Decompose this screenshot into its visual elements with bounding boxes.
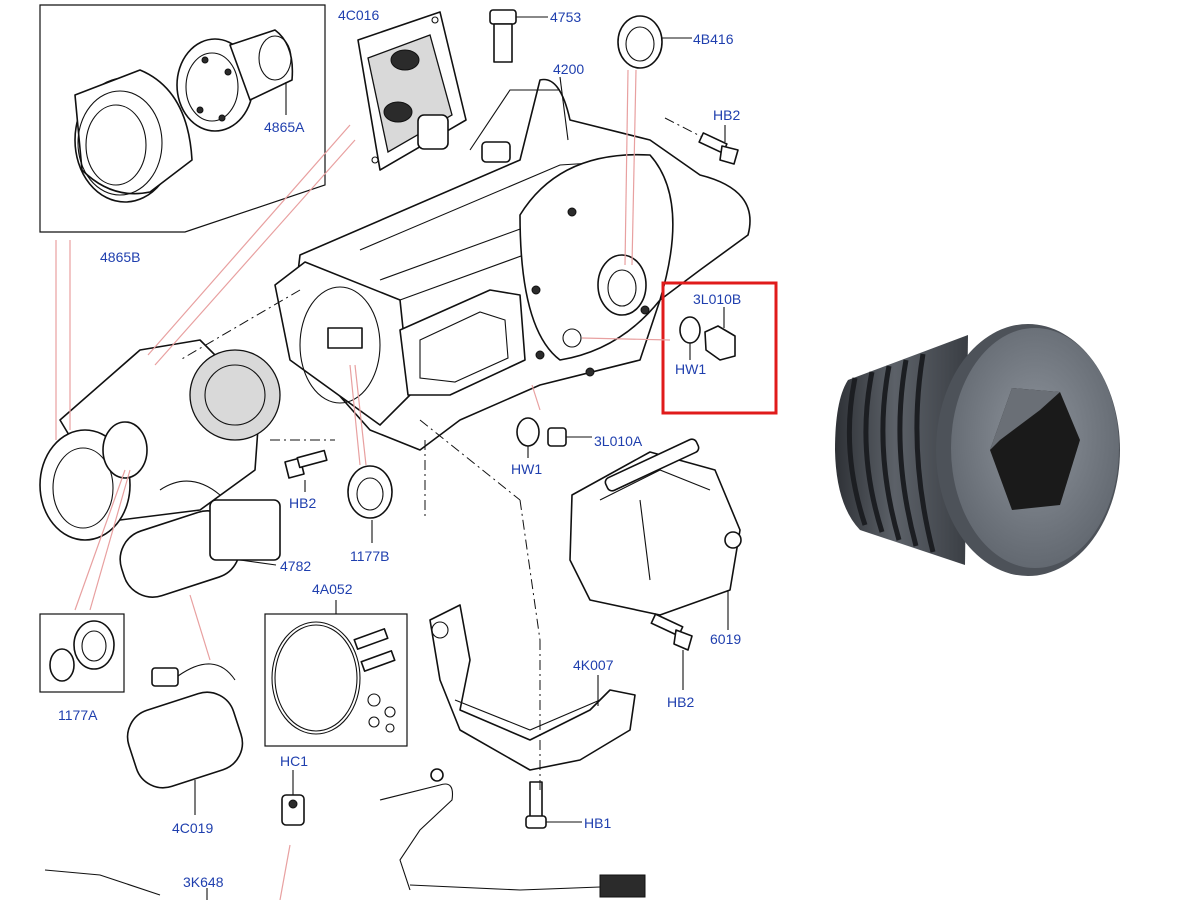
label-3L010B: 3L010B xyxy=(693,291,741,307)
highlight-3L010B xyxy=(661,281,778,415)
label-HB1: HB1 xyxy=(584,815,611,831)
part-HB2-top xyxy=(664,117,739,165)
part-HB2-mid xyxy=(284,449,328,492)
construction-lines xyxy=(179,289,541,790)
label-1177A: 1177A xyxy=(58,707,98,723)
label-4K007: 4K007 xyxy=(573,657,614,673)
label-4782: 4782 xyxy=(280,558,311,574)
label-3K648: 3K648 xyxy=(183,874,224,890)
label-3L010A: 3L010A xyxy=(594,433,643,449)
part-1177B xyxy=(347,465,393,543)
label-6019: 6019 xyxy=(710,631,741,647)
label-4753: 4753 xyxy=(550,9,581,25)
part-4A052 xyxy=(264,600,408,747)
label-HW1: HW1 xyxy=(511,461,542,477)
part-HC1 xyxy=(281,770,305,826)
label-HB2-mid: HB2 xyxy=(289,495,316,511)
label-4200: 4200 xyxy=(553,61,584,77)
label-HC1: HC1 xyxy=(280,753,308,769)
hex-socket-drain-plug-icon xyxy=(835,324,1120,576)
label-4B416: 4B416 xyxy=(693,31,734,47)
part-HB2-bottom xyxy=(650,613,693,690)
part-4B416 xyxy=(617,15,692,69)
part-4782-actuator xyxy=(39,339,281,598)
part-4K007 xyxy=(429,604,636,829)
part-1177A xyxy=(39,613,125,693)
label-HB2-top: HB2 xyxy=(713,107,740,123)
part-6019 xyxy=(569,438,742,630)
part-3L010A xyxy=(516,417,592,458)
main-housing xyxy=(274,76,751,451)
part-labels: 4C016 4753 4B416 4200 HB2 4865A 4865B 3L… xyxy=(58,7,741,890)
label-4C019: 4C019 xyxy=(172,820,213,836)
label-1177B: 1177B xyxy=(350,548,389,564)
leader-lines xyxy=(55,69,671,900)
part-4C019 xyxy=(126,663,244,815)
label-HW1-box: HW1 xyxy=(675,361,706,377)
wiring-harness xyxy=(44,768,646,900)
label-4865A: 4865A xyxy=(264,119,305,135)
label-4865B: 4865B xyxy=(100,249,140,265)
label-4C016: 4C016 xyxy=(338,7,379,23)
part-4753 xyxy=(489,9,548,63)
label-HB2-bottom: HB2 xyxy=(667,694,694,710)
part-4C016 xyxy=(357,11,467,171)
label-4A052: 4A052 xyxy=(312,581,353,597)
inset-4865B xyxy=(39,4,326,233)
